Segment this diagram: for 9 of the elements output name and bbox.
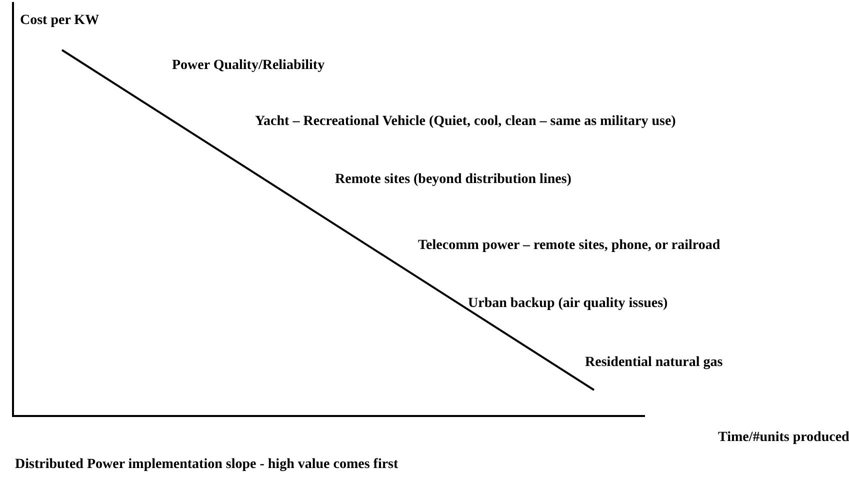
segment-label: Remote sites (beyond distribution lines) bbox=[335, 171, 572, 189]
caption: Distributed Power implementation slope - high value comes first bbox=[15, 456, 398, 474]
segment-label: Telecomm power – remote sites, phone, or railroad bbox=[418, 237, 720, 255]
axis-title: Time/#units produced bbox=[718, 429, 849, 447]
segment-label: Residential natural gas bbox=[585, 354, 723, 372]
axis-title: Cost per KW bbox=[20, 12, 100, 30]
segment-label: Yacht – Recreational Vehicle (Quiet, cool, clean – same as military use) bbox=[255, 113, 676, 131]
segment-label: Power Quality/Reliability bbox=[172, 57, 325, 75]
segment-label: Urban backup (air quality issues) bbox=[468, 295, 668, 313]
